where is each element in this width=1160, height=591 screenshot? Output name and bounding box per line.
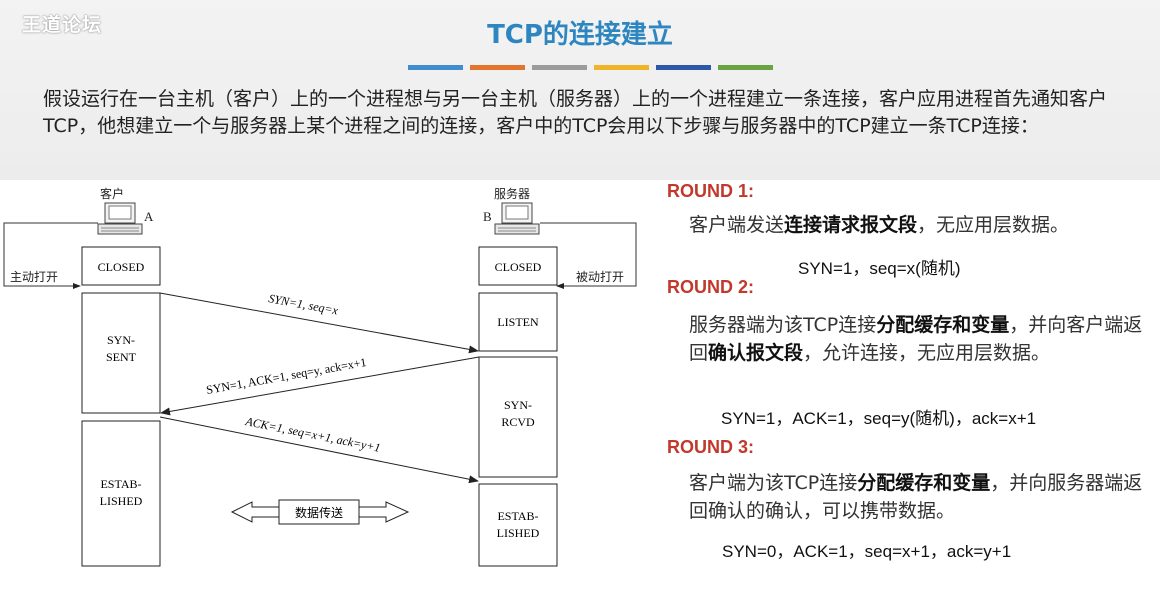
server-state-established [478, 483, 558, 567]
round-3-formula: SYN=0，ACK=1，seq=x+1，ack=y+1 [722, 542, 1012, 561]
round-2-desc-emphasis-2: 确认报文段 [708, 342, 804, 364]
client-state-syn-sent-label-2: SENT [106, 350, 137, 364]
server-state-syn-rcvd [478, 356, 558, 478]
round-1-formula: SYN=1，seq=x(随机) [798, 259, 961, 278]
data-transfer-label: 数据传送 [295, 505, 343, 520]
passive-open-label: 被动打开 [576, 270, 624, 284]
client-state-syn-sent-label-1: SYN- [107, 333, 135, 347]
client-computer-icon [97, 202, 143, 235]
round-1-desc-text-end: ，无应用层数据。 [917, 214, 1070, 236]
header-band [0, 0, 1160, 180]
accent-bar [470, 65, 525, 70]
client-letter: A [144, 209, 154, 224]
watermark: 王道论坛 [22, 14, 103, 36]
round-3-title: ROUND 3: [667, 437, 755, 457]
server-state-established-label-2: LISHED [497, 526, 540, 540]
accent-bar [594, 65, 649, 70]
client-state-established [81, 420, 161, 567]
server-state-listen-label: LISTEN [497, 315, 539, 329]
round-2-desc-text-mid: ，并向客户端返回 [689, 314, 1143, 364]
intro-paragraph: 假设运行在一台主机（客户）上的一个进程想与另一台主机（服务器）上的一个进程建立一… [43, 88, 1108, 137]
accent-bar [656, 65, 711, 70]
round-3-desc-emphasis: 分配缓存和变量 [857, 472, 991, 494]
client-label: 客户 [100, 186, 124, 201]
round-1-title: ROUND 1: [667, 181, 755, 201]
client-state-established-label-1: ESTAB- [100, 477, 141, 491]
accent-bar [408, 65, 463, 70]
server-state-closed [478, 246, 558, 286]
round-1-desc-text: 客户端发送 [689, 214, 785, 236]
server-state-established-label-1: ESTAB- [497, 509, 538, 523]
accent-bar [718, 65, 773, 70]
server-state-listen [478, 292, 558, 352]
round-3-description: 客户端为该TCP连接分配缓存和变量，并向服务器端返回确认的确认，可以携带数据。 [689, 469, 1144, 525]
server-label: 服务器 [494, 186, 530, 201]
client-state-established-label-2: LISHED [100, 494, 143, 508]
client-state-closed-label: CLOSED [98, 260, 145, 274]
round-2-description: 服务器端为该TCP连接分配缓存和变量，并向客户端返回确认报文段，允许连接，无应用… [689, 311, 1144, 367]
data-transfer-box [278, 499, 360, 525]
server-state-syn-rcvd-label-2: RCVD [501, 415, 535, 429]
ack-arrow [159, 416, 479, 484]
round-1-desc-emphasis: 连接请求报文段 [784, 214, 918, 236]
round-1-description: 客户端发送连接请求报文段，无应用层数据。 [689, 211, 1144, 239]
passive-open-line [540, 222, 637, 289]
round-3-desc-text-end: ，并向服务器端返回确认的确认，可以携带数据。 [689, 472, 1143, 522]
server-computer-icon [494, 202, 540, 235]
handshake-diagram: 客户 A 服务器 B 主动打开 被动打开 CLOSED SYN- SE [0, 181, 650, 591]
rounds-panel: ROUND 1: 客户端发送连接请求报文段，无应用层数据。 SYN=1，seq=… [655, 181, 1160, 591]
round-2-title: ROUND 2: [667, 277, 755, 297]
accent-bar [532, 65, 587, 70]
server-state-closed-label: CLOSED [495, 260, 542, 274]
slide-title: TCP的连接建立 [487, 20, 673, 50]
active-open-label: 主动打开 [10, 270, 58, 284]
active-open-line [3, 222, 98, 289]
server-letter: B [483, 209, 492, 224]
client-state-closed [81, 246, 161, 286]
syn-arrow [159, 292, 479, 354]
round-2-desc-emphasis: 分配缓存和变量 [876, 314, 1010, 336]
syn-ack-arrow [160, 356, 480, 416]
round-3-desc-text: 客户端为该TCP连接 [689, 472, 858, 494]
client-state-syn-sent [81, 292, 161, 414]
server-state-syn-rcvd-label-1: SYN- [504, 398, 532, 412]
accent-bars [408, 65, 773, 70]
round-2-formula: SYN=1，ACK=1，seq=y(随机)，ack=x+1 [721, 409, 1037, 428]
round-2-desc-text: 服务器端为该TCP连接 [689, 314, 877, 336]
round-2-desc-text-end: ，允许连接，无应用层数据。 [803, 342, 1051, 364]
